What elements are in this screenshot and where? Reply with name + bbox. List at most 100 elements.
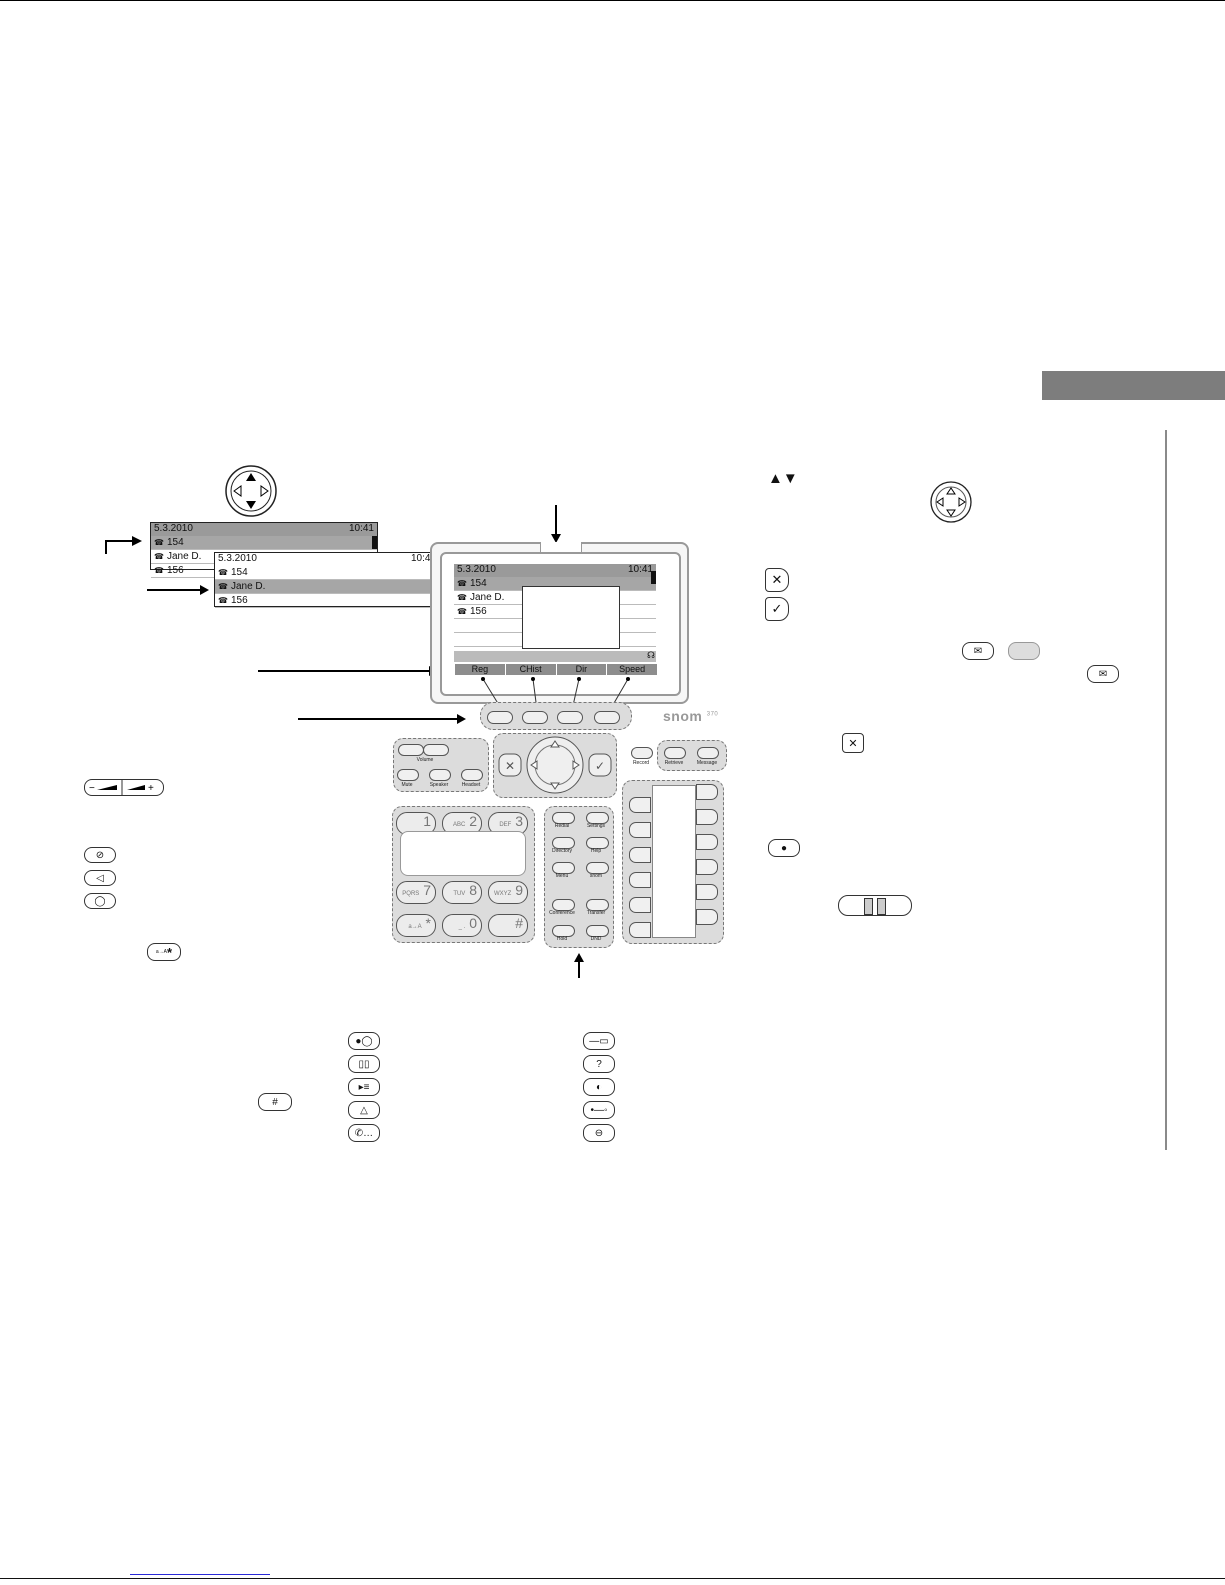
mute-label: Mute	[401, 782, 413, 788]
softkey-labels: Reg CHist Dir Speed	[455, 664, 657, 675]
scrollbar	[651, 571, 656, 584]
list-item-label: 156	[166, 564, 184, 576]
programmable-key-right[interactable]	[696, 909, 718, 925]
svg-text:✕: ✕	[505, 759, 515, 773]
phone-icon: ☎	[218, 581, 228, 591]
phone-icon: ☎	[457, 578, 467, 588]
hash-symbol: #	[272, 1096, 278, 1108]
list-item[interactable]: ☎156	[215, 594, 439, 608]
status-bar	[454, 651, 656, 662]
hold-button[interactable]	[552, 925, 575, 937]
settings-label: Settings	[586, 823, 606, 829]
redial-icon: ●◯	[348, 1032, 380, 1050]
list-item[interactable]: ☎Jane D.	[215, 580, 439, 594]
snom-button[interactable]	[586, 862, 609, 874]
help-button[interactable]	[586, 837, 609, 849]
dialpad-key-star[interactable]: a→A *	[396, 914, 436, 937]
softkey-button[interactable]	[522, 711, 548, 724]
key-digit: #	[515, 915, 523, 931]
retrieve-icon: ✉	[962, 642, 994, 660]
list-item[interactable]: ☎154	[215, 566, 439, 580]
programmable-key-left[interactable]	[629, 797, 651, 813]
screen1-date: 5.3.2010	[154, 523, 193, 534]
softkey-label: CHist	[506, 664, 557, 675]
key-digit: 2	[469, 813, 477, 829]
list-item-label: 154	[230, 566, 248, 578]
screen3-date: 5.3.2010	[457, 564, 496, 575]
settings-button[interactable]	[586, 812, 609, 824]
dialpad-key-0[interactable]: _ . 0	[442, 914, 482, 937]
dialpad-key-7[interactable]: PQRS 7	[396, 881, 436, 904]
hold-icon: ✆…	[348, 1124, 380, 1142]
volume-up-button[interactable]	[423, 744, 449, 756]
message-label: Message	[696, 760, 718, 766]
softkey-label: Dir	[557, 664, 608, 675]
programmable-key-right[interactable]	[696, 834, 718, 850]
screen2-date: 5.3.2010	[218, 553, 257, 564]
programmable-key-left[interactable]	[629, 847, 651, 863]
speaker-icon: ◁	[84, 870, 116, 886]
softkey-button[interactable]	[594, 711, 620, 724]
line-key-segment	[877, 898, 886, 915]
programmable-key-right[interactable]	[696, 809, 718, 825]
key-letters: a→A	[408, 924, 422, 930]
line-key-segment	[864, 898, 873, 915]
confirm-icon: ✓	[765, 597, 789, 621]
key-digit: 1	[423, 813, 431, 829]
key-letters: WXYZ	[493, 891, 512, 897]
dialpad-key-8[interactable]: TUV 8	[442, 881, 482, 904]
key-digit: *	[425, 915, 431, 931]
phone-icon: ☎	[457, 592, 467, 602]
mute-button[interactable]	[397, 769, 419, 781]
programmable-key-right[interactable]	[696, 859, 718, 875]
key-digit: 0	[469, 915, 477, 931]
redial-button[interactable]	[552, 812, 575, 824]
record-button[interactable]	[631, 747, 653, 759]
retrieve-icon: ✉	[1087, 665, 1119, 683]
pointer-arrow	[574, 953, 584, 978]
programmable-key-right[interactable]	[696, 784, 718, 800]
directory-icon: ▯▯	[348, 1055, 380, 1073]
dnd-icon: ⊖	[583, 1124, 615, 1142]
key-letters: _ .	[458, 924, 466, 930]
screen1-time: 10:41	[348, 523, 374, 534]
confirm-symbol: ✓	[771, 601, 783, 616]
callout-box	[400, 831, 526, 876]
help-icon: ?	[583, 1055, 615, 1073]
navigation-keys: ✕ ✓	[498, 736, 612, 794]
headset-button[interactable]	[461, 769, 483, 781]
volume-down-button[interactable]	[398, 744, 424, 756]
headset-icon: ☊	[647, 650, 655, 660]
dialpad-key-hash[interactable]: #	[488, 914, 528, 937]
directory-button[interactable]	[552, 837, 575, 849]
section-tab	[1042, 371, 1225, 400]
programmable-key-left[interactable]	[629, 897, 651, 913]
softkey-button[interactable]	[557, 711, 583, 724]
dialpad-key-1[interactable]: 1	[396, 812, 436, 835]
footer-link[interactable]	[130, 1574, 270, 1575]
list-item[interactable]: ☎154	[151, 536, 377, 550]
speaker-button[interactable]	[429, 769, 451, 781]
transfer-button[interactable]	[586, 899, 609, 911]
snom-label: snom	[589, 873, 603, 879]
message-button[interactable]	[697, 747, 719, 759]
cancel-symbol: ✕	[771, 572, 783, 587]
softkey-button[interactable]	[487, 711, 513, 724]
dialpad-key-3[interactable]: DEF 3	[488, 812, 528, 835]
dnd-button[interactable]	[586, 925, 609, 937]
programmable-key-left[interactable]	[629, 872, 651, 888]
retrieve-button[interactable]	[664, 747, 686, 759]
retrieve-label: Retrieve	[664, 760, 684, 766]
list-item-label: 154	[166, 536, 184, 548]
conference-button[interactable]	[552, 899, 575, 911]
programmable-key-left[interactable]	[629, 822, 651, 838]
menu-button[interactable]	[552, 862, 575, 874]
dialpad-key-9[interactable]: WXYZ 9	[488, 881, 528, 904]
pointer-arrow	[258, 666, 438, 676]
phone-icon: ☎	[154, 551, 164, 561]
programmable-key-left[interactable]	[629, 922, 651, 938]
help-symbol: ?	[596, 1058, 602, 1070]
phone-icon: ☎	[457, 606, 467, 616]
navigation-wheel-icon	[225, 465, 277, 517]
programmable-key-right[interactable]	[696, 884, 718, 900]
